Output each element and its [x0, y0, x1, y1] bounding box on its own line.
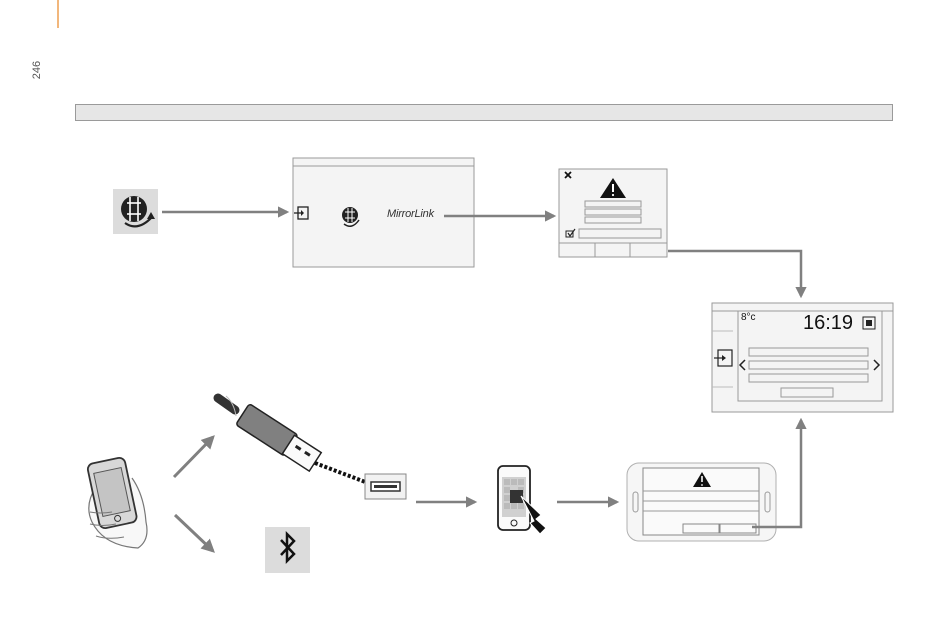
warning-dialog-screen: [559, 169, 667, 257]
clock-readout: 16:19: [803, 311, 853, 335]
temperature-readout: 8°c: [741, 312, 756, 323]
smartphone-in-hand-icon: [87, 457, 147, 548]
connected-services-globe-icon: [113, 189, 158, 234]
flow-arrow: [174, 437, 213, 477]
usb-port-icon: [365, 474, 406, 499]
mirrorlink-logo: MirrorLink: [387, 208, 434, 220]
phone-warning-screen: [627, 463, 776, 541]
flow-arrow: [175, 515, 213, 551]
bluetooth-icon: [265, 527, 310, 573]
usb-cable-icon: [218, 396, 368, 483]
connectivity-menu-screen: [293, 158, 474, 267]
flow-arrow: [668, 251, 801, 296]
smartphone-tap-icon: [498, 466, 546, 534]
